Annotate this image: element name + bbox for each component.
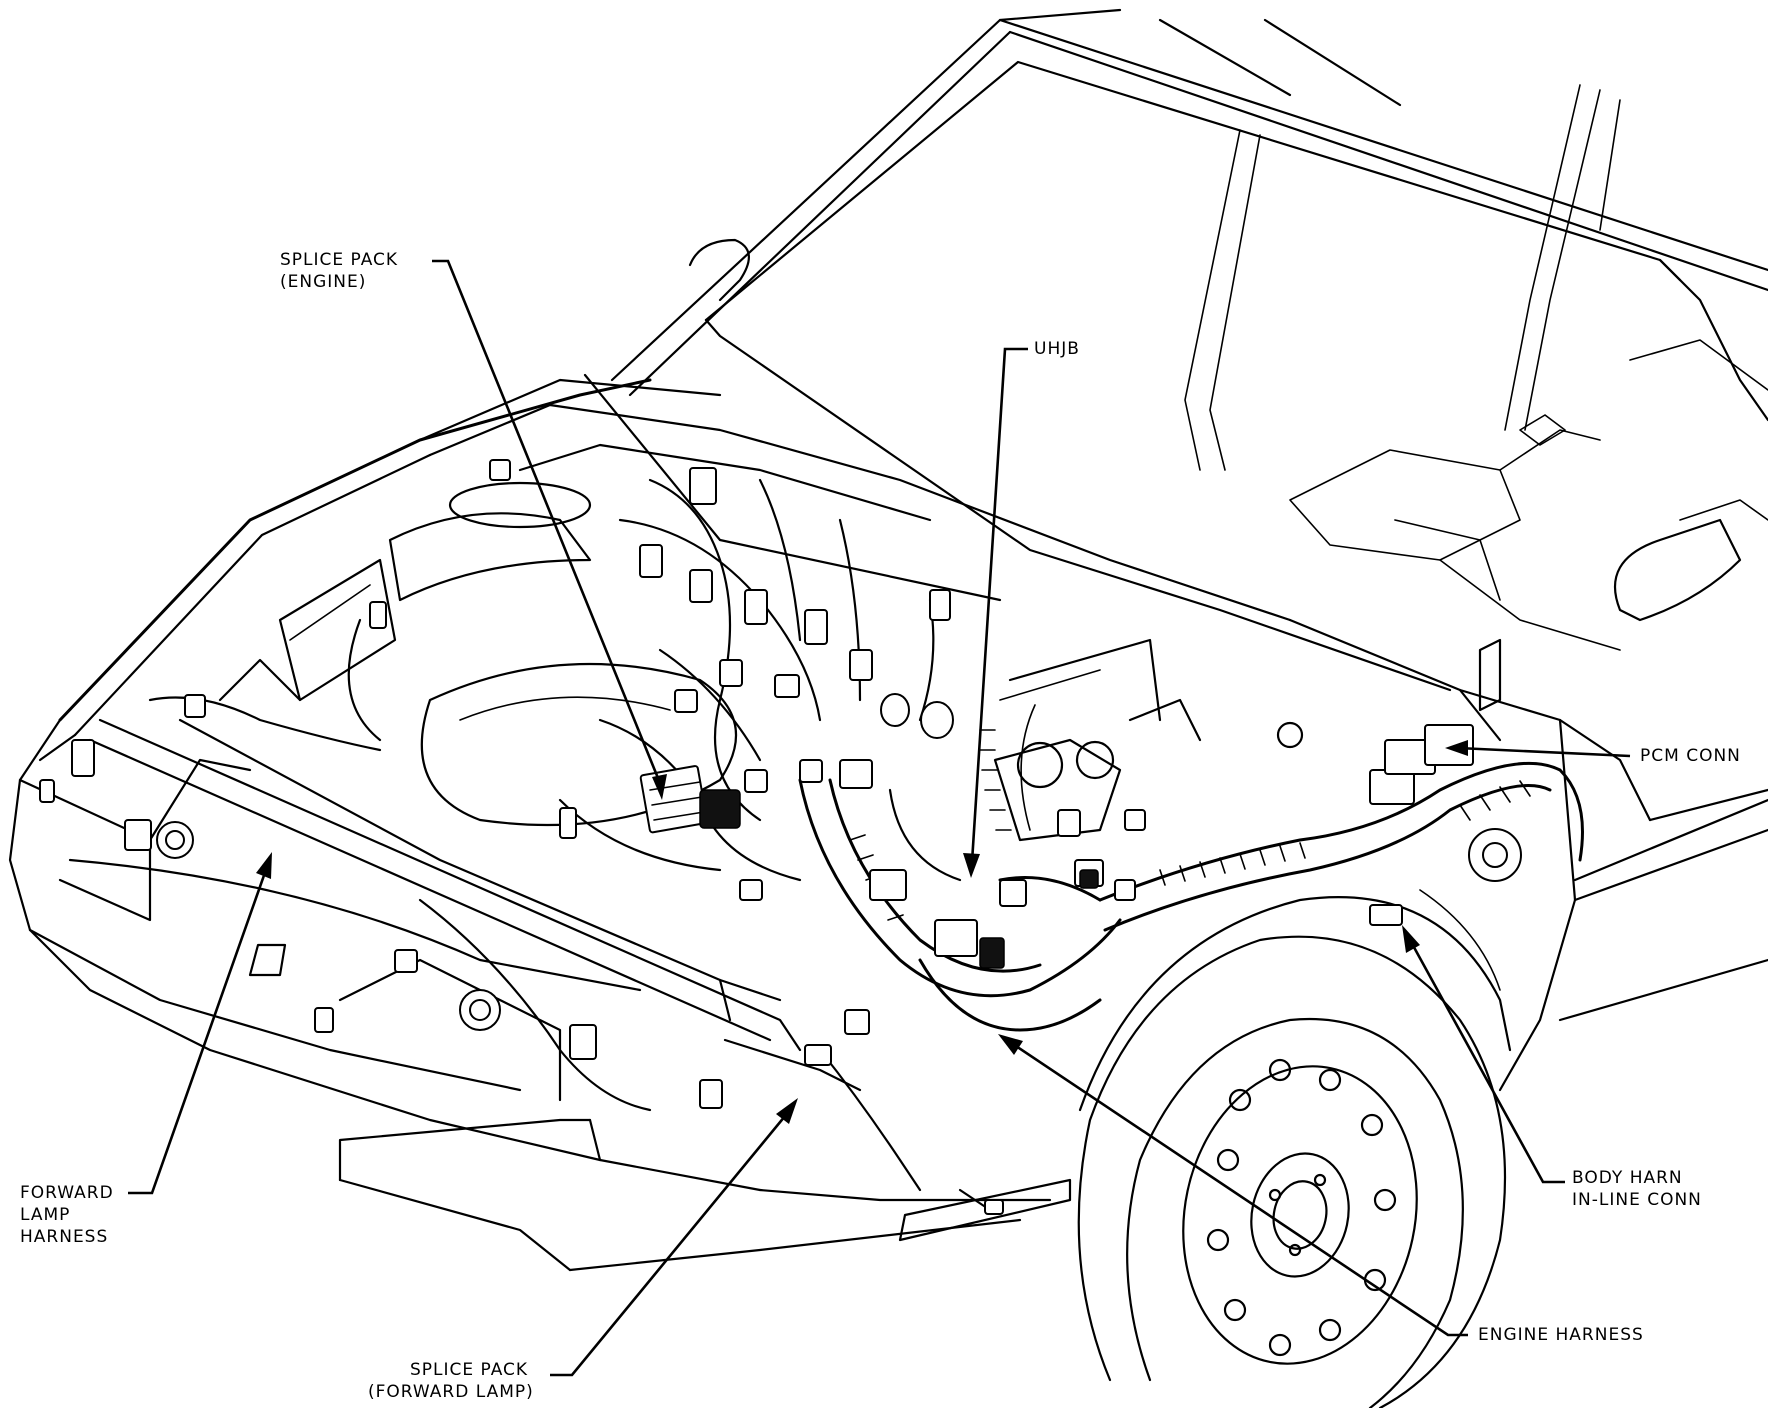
label-splice-pack-fwd-line1: SPLICE PACK	[410, 1360, 529, 1380]
label-body-harn-line2: IN-LINE CONN	[1572, 1190, 1702, 1210]
label-uhjb: UHJB	[1034, 339, 1080, 359]
label-engine-harness: ENGINE HARNESS	[1478, 1325, 1644, 1345]
label-body-harn-line1: BODY HARN	[1572, 1168, 1683, 1188]
label-splice-pack-forward-lamp: SPLICE PACK (FORWARD LAMP)	[368, 1359, 534, 1403]
car-body	[8, 378, 1768, 1272]
label-pcm-conn: PCM CONN	[1640, 746, 1741, 766]
label-splice-pack-engine: SPLICE PACK (ENGINE)	[280, 249, 398, 293]
label-forward-lamp-harness: FORWARD LAMP HARNESS	[20, 1182, 114, 1248]
label-splice-pack-engine-line1: SPLICE PACK	[280, 250, 399, 270]
label-body-harn-inline-conn: BODY HARN IN-LINE CONN	[1572, 1167, 1702, 1211]
label-splice-pack-engine-line2: (ENGINE)	[280, 272, 367, 292]
leader-lines	[128, 259, 1631, 1377]
front-wheel	[1077, 889, 1512, 1408]
label-splice-pack-fwd-line2: (FORWARD LAMP)	[368, 1382, 534, 1402]
label-forward-lamp-harness-line3: HARNESS	[20, 1227, 109, 1247]
interior	[1289, 339, 1768, 651]
engine-bay	[148, 478, 1584, 1212]
label-forward-lamp-harness-line1: FORWARD	[20, 1183, 114, 1203]
label-forward-lamp-harness-line2: LAMP	[20, 1205, 71, 1225]
connectors	[39, 459, 1522, 1215]
roof-and-windshield	[583, 8, 1768, 692]
